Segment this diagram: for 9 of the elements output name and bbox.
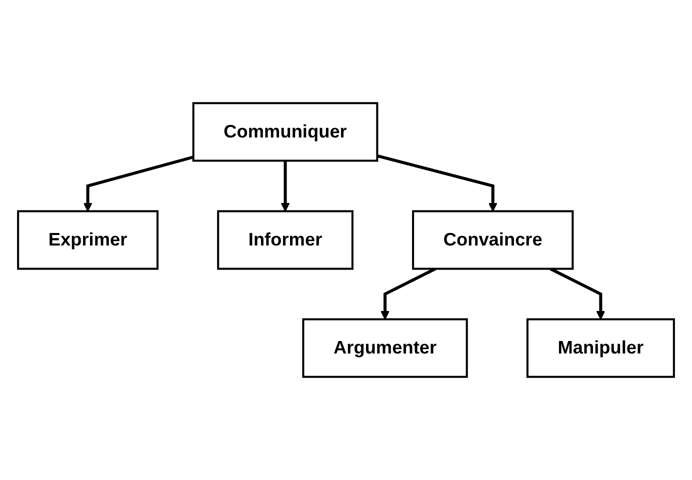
node-box: Manipuler bbox=[526, 318, 675, 378]
arrow bbox=[83, 156, 194, 212]
node-box: Convaincre bbox=[412, 210, 574, 270]
node-box: Communiquer bbox=[192, 102, 378, 162]
node-box: Informer bbox=[217, 210, 354, 270]
arrow bbox=[376, 154, 498, 212]
arrow bbox=[280, 160, 290, 212]
node-box: Exprimer bbox=[17, 210, 159, 270]
node-box: Argumenter bbox=[302, 318, 468, 378]
